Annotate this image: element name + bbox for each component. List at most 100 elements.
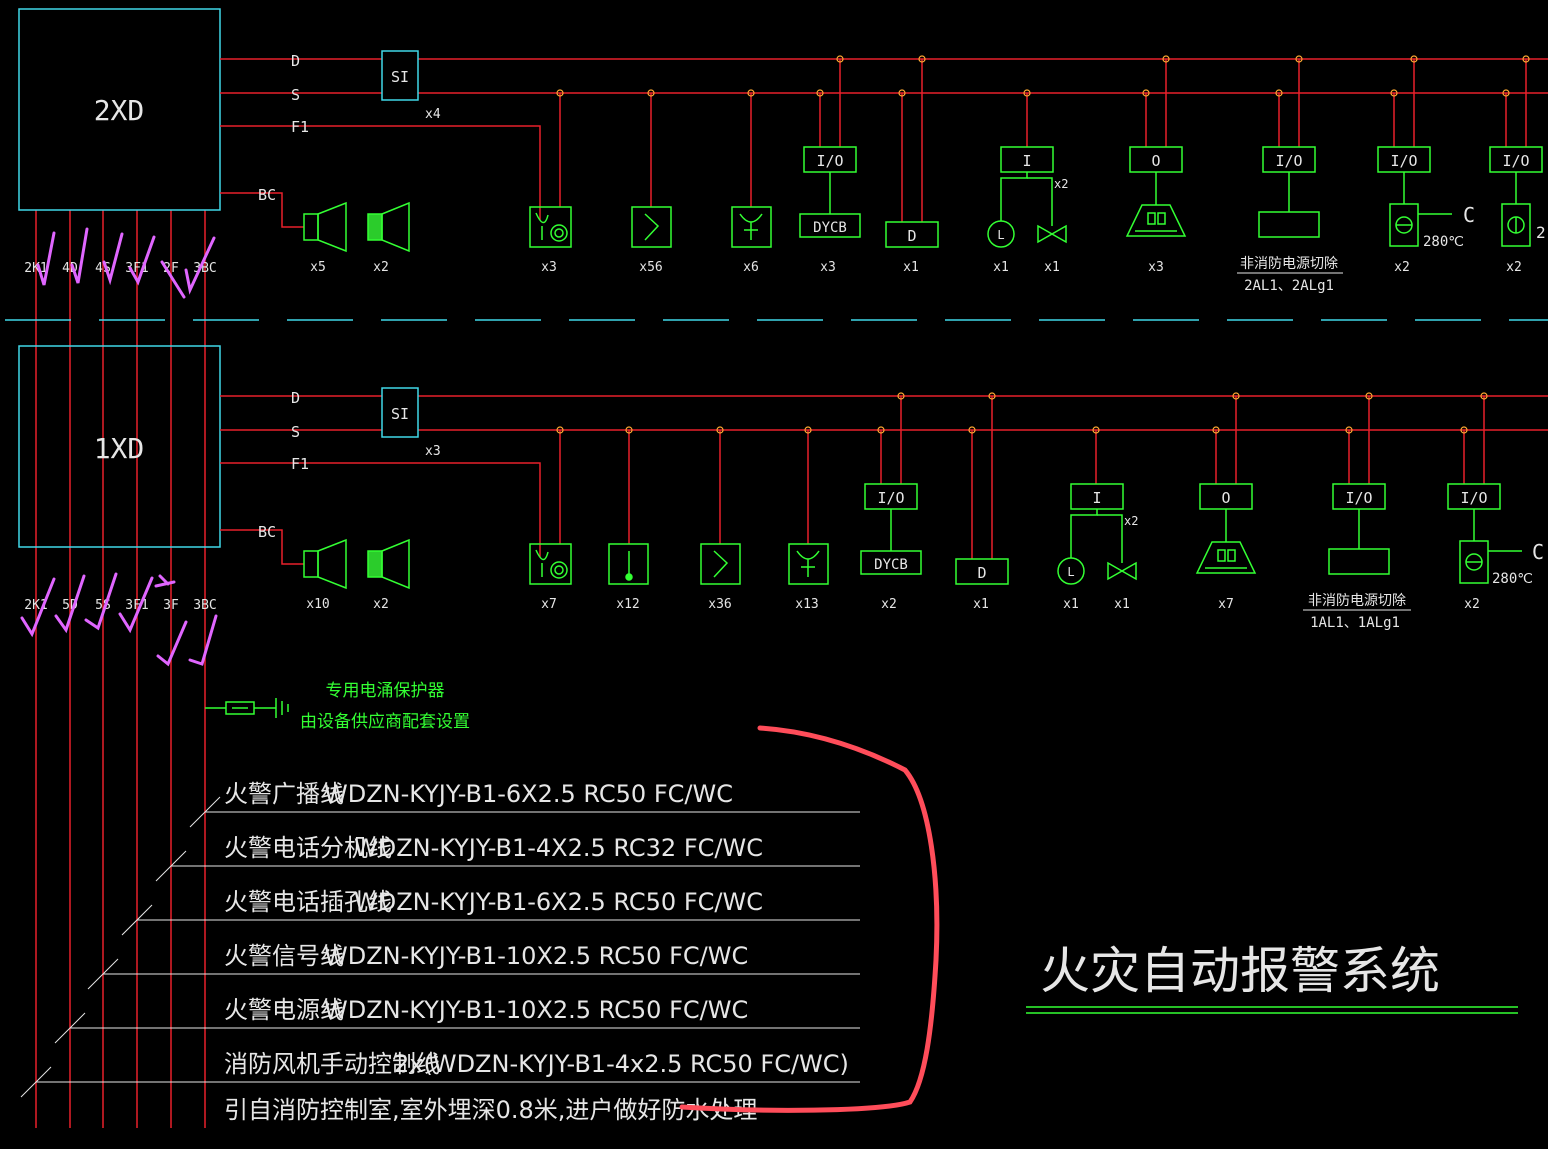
device-count: x3 — [820, 260, 836, 275]
cable-name: 火警电源线 — [224, 996, 344, 1024]
speaker-count: x10 — [306, 597, 329, 612]
device-count: x2 — [1394, 260, 1410, 275]
device-count: x56 — [639, 260, 662, 275]
cable-name: 火警广播线 — [224, 780, 344, 808]
module-label: I/O — [877, 489, 904, 507]
module-label: I/O — [1502, 152, 1529, 170]
damper-tag: 2 — [1536, 223, 1546, 242]
module-label: O — [1221, 489, 1230, 507]
panel-box — [18, 345, 221, 548]
cable-legend: 火警广播线 WDZN-KYJY-B1-6X2.5 RC50 FC/WC 火警电话… — [20, 780, 860, 1124]
cable-spec: WDZN-KYJY-B1-4X2.5 RC32 FC/WC — [354, 834, 763, 862]
module-label: I — [1092, 489, 1101, 507]
cable-name: 火警电话分机线 — [224, 834, 392, 862]
damper-tag: C — [1532, 540, 1544, 564]
device-count: x13 — [795, 597, 818, 612]
damper-temp: 280℃ — [1423, 234, 1464, 250]
heat-detector-icon — [608, 543, 649, 585]
fire-damper-icon — [1459, 540, 1522, 584]
si-count: x3 — [425, 444, 441, 459]
horn-count: x2 — [373, 260, 389, 275]
branch-count: x2 — [1054, 177, 1068, 191]
device-count: x1 — [1044, 260, 1060, 275]
device-count: x7 — [541, 597, 557, 612]
dycb-box — [860, 550, 922, 575]
cable-name: 火警电话插孔线 — [224, 888, 392, 916]
cutoff-circuits: 1AL1、1ALg1 — [1310, 615, 1400, 631]
device-count: x2 — [1506, 260, 1522, 275]
panel-box — [18, 8, 221, 211]
damper-tag: C — [1463, 203, 1475, 227]
detector-icon — [631, 206, 672, 248]
speaker-icon — [303, 201, 347, 253]
speaker-icon — [303, 538, 347, 590]
device-count: x2 — [881, 597, 897, 612]
hydrant-button-icon — [731, 206, 772, 248]
power-cutoff-box — [1328, 548, 1390, 575]
cable-spec: WDZN-KYJY-B1-6X2.5 RC50 FC/WC — [324, 780, 733, 808]
device-count: x6 — [743, 260, 759, 275]
module-label: I/O — [816, 152, 843, 170]
bus-label-d: D — [291, 52, 300, 70]
bus-label-f1: F1 — [291, 118, 309, 136]
manual-alarm-phone-icon — [529, 543, 572, 585]
device-count: x1 — [973, 597, 989, 612]
module-label: I — [1022, 152, 1031, 170]
red-bracket-markup — [679, 725, 940, 1113]
speaker-count: x5 — [310, 260, 326, 275]
signal-valve-icon — [1037, 224, 1067, 244]
cable-spec: WDZN-KYJY-B1-10X2.5 RC50 FC/WC — [324, 942, 748, 970]
cutoff-circuits: 2AL1、2ALg1 — [1244, 278, 1334, 294]
riser-label: 2K1 — [24, 261, 47, 276]
hydrant-button-icon — [788, 543, 829, 585]
horn-count: x2 — [373, 597, 389, 612]
si-label: SI — [391, 68, 409, 86]
horn-speaker-icon — [367, 201, 410, 253]
si-label: SI — [391, 405, 409, 423]
riser-label: 3BC — [193, 598, 216, 613]
si-module — [381, 50, 419, 101]
cutoff-note: 非消防电源切除 — [1308, 593, 1406, 609]
cable-name: 消防风机手动控制线 — [224, 1050, 440, 1078]
module-label: I/O — [1275, 152, 1302, 170]
box-label: D — [977, 564, 986, 582]
horn-speaker-icon — [367, 538, 410, 590]
device-count: x1 — [1114, 597, 1130, 612]
box-label: DYCB — [813, 220, 847, 236]
manual-alarm-phone-icon — [529, 206, 572, 248]
module-label: I/O — [1345, 489, 1372, 507]
sound-light-alarm-icon — [1195, 541, 1257, 574]
device-count: x1 — [1063, 597, 1079, 612]
fire-damper-icon — [1389, 203, 1452, 247]
damper-temp: 280℃ — [1492, 571, 1533, 587]
detector-icon — [700, 543, 741, 585]
flow-switch-icon — [987, 220, 1015, 248]
cutoff-note: 非消防电源切除 — [1240, 256, 1338, 272]
sound-light-alarm-icon — [1125, 204, 1187, 237]
signal-valve-icon — [1107, 561, 1137, 581]
panel-name: 1XD — [94, 432, 145, 465]
d-box — [885, 221, 939, 248]
protector-note-line2: 由设备供应商配套设置 — [300, 712, 470, 732]
device-count: x7 — [1218, 597, 1234, 612]
device-count: x1 — [993, 260, 1009, 275]
device-count: x2 — [1464, 597, 1480, 612]
module-label: I/O — [1390, 152, 1417, 170]
panel-1xd-section: 1XD D S F1 BC SI x3 x10 x2 — [18, 345, 1548, 631]
device-count: x3 — [541, 260, 557, 275]
bus-label-s: S — [291, 423, 300, 441]
riser-label: 3F — [163, 598, 179, 613]
dycb-box — [799, 213, 861, 238]
surge-protector-icon — [205, 698, 289, 718]
module-label: O — [1151, 152, 1160, 170]
si-count: x4 — [425, 107, 441, 122]
bus-label-f1: F1 — [291, 455, 309, 473]
cable-spec: WDZN-KYJY-B1-6X2.5 RC50 FC/WC — [354, 888, 763, 916]
cable-spec: WDZN-KYJY-B1-10X2.5 RC50 FC/WC — [324, 996, 748, 1024]
fire-damper-icon — [1501, 203, 1531, 247]
diagram-title: 火灾自动报警系统 — [1040, 942, 1440, 1000]
box-label: DYCB — [874, 557, 908, 573]
device-count: x3 — [1148, 260, 1164, 275]
magenta-check-marks — [20, 227, 218, 667]
